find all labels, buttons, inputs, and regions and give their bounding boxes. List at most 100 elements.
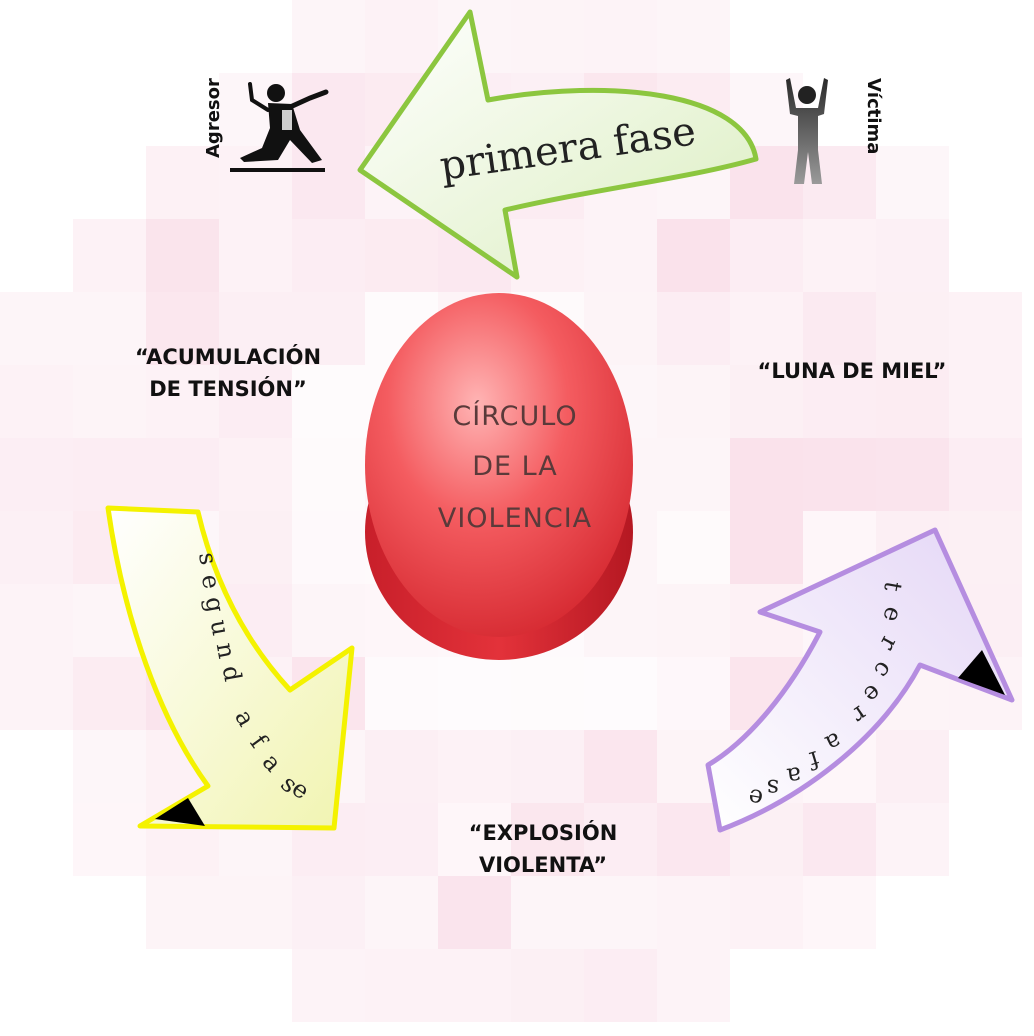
arrow-letter: e [746,783,765,813]
mosaic-tile [219,219,292,292]
mosaic-tile [438,876,511,949]
mosaic-tile [730,365,803,438]
mosaic-tile [365,219,438,292]
phase-label-explosion-2: VIOLENTA” [479,853,607,877]
victim-figure: Víctima [786,78,884,184]
mosaic-tile [584,803,657,876]
mosaic-tile [438,657,511,730]
arrow-letter: a [785,761,803,791]
mosaic-tile [365,949,438,1022]
mosaic-tile [0,292,73,365]
mosaic-tile [292,146,365,219]
mosaic-tile [730,292,803,365]
mosaic-tile [73,657,146,730]
mosaic-tile [0,657,73,730]
center-title-line-3: VIOLENCIA [438,503,592,534]
mosaic-tile [657,0,730,73]
mosaic-tile [0,584,73,657]
mosaic-tile [730,438,803,511]
mosaic-tile [73,803,146,876]
mosaic-tile [73,438,146,511]
mosaic-tile [584,0,657,73]
mosaic-tile [0,438,73,511]
mosaic-tile [292,292,365,365]
mosaic-tile [876,146,949,219]
mosaic-tile [803,803,876,876]
mosaic-tile [657,292,730,365]
mosaic-tile [657,365,730,438]
fencer-lunge-icon [230,82,329,172]
mosaic-tile [438,803,511,876]
mosaic-tile [73,219,146,292]
mosaic-tile [292,584,365,657]
mosaic-tile [292,365,365,438]
mosaic-tile [73,365,146,438]
arrow-letter: u [205,618,235,638]
phase-label-luna-de-miel: “LUNA DE MIEL” [758,359,947,383]
arrow-letter: s [766,774,779,802]
mosaic-tile [584,657,657,730]
mosaic-tile [219,365,292,438]
mosaic-tile [146,146,219,219]
mosaic-tile [730,511,803,584]
mosaic-tile [949,365,1022,438]
mosaic-tile [73,730,146,803]
mosaic-tile [146,438,219,511]
center-circle: CÍRCULO DE LA VIOLENCIA [365,293,633,660]
mosaic-tile [146,219,219,292]
phase-label-acumulacion-1: “ACUMULACIÓN [135,344,321,369]
mosaic-tile [949,292,1022,365]
mosaic-tile [511,949,584,1022]
mosaic-tile [292,511,365,584]
mosaic-tile [511,0,584,73]
mosaic-tile [657,949,730,1022]
mosaic-tile [365,876,438,949]
mosaic-tile [0,365,73,438]
mosaic-tile [584,949,657,1022]
mosaic-tile [876,730,949,803]
arrow-shadow-tip [155,798,205,826]
arrow-letter: g [200,595,230,615]
mosaic-tile [292,0,365,73]
mosaic-tile [365,657,438,730]
arrow-letter: s [193,550,223,567]
mosaic-tile [949,438,1022,511]
segunda-fase-arrow [105,505,355,831]
mosaic-tile [292,73,365,146]
aggressor-label: Agresor [203,78,224,158]
mosaic-tile [949,511,1022,584]
mosaic-tile [584,219,657,292]
mosaic-tile [511,803,584,876]
mosaic-tile [657,219,730,292]
mosaic-tile [365,0,438,73]
primera-fase-arrow: primera fase [357,9,759,280]
mosaic-tile [876,803,949,876]
tercera-fase-arrow [705,527,1015,833]
mosaic-tile [292,438,365,511]
mosaic-tile [219,511,292,584]
victim-label: Víctima [863,78,884,154]
mosaic-tile [219,438,292,511]
mosaic-tile [730,219,803,292]
mosaic-tile [146,876,219,949]
mosaic-tile [219,876,292,949]
mosaic-tile [657,876,730,949]
arrow-shadow-tip [958,650,1005,695]
phase-label-acumulacion-2: DE TENSIÓN” [149,376,307,401]
mosaic-tile [803,219,876,292]
arrow-letter: d [217,664,247,684]
mosaic-tile [803,876,876,949]
mosaic-tile [584,730,657,803]
center-title-line-1: CÍRCULO [452,400,577,432]
mosaic-tile [803,365,876,438]
mosaic-tile [584,876,657,949]
mosaic-tile [292,219,365,292]
mosaic-tile [876,438,949,511]
arrow-letter: e [196,572,226,591]
mosaic-tile [511,876,584,949]
mosaic-tile [803,292,876,365]
mosaic-tile [876,219,949,292]
mosaic-tile [146,365,219,438]
